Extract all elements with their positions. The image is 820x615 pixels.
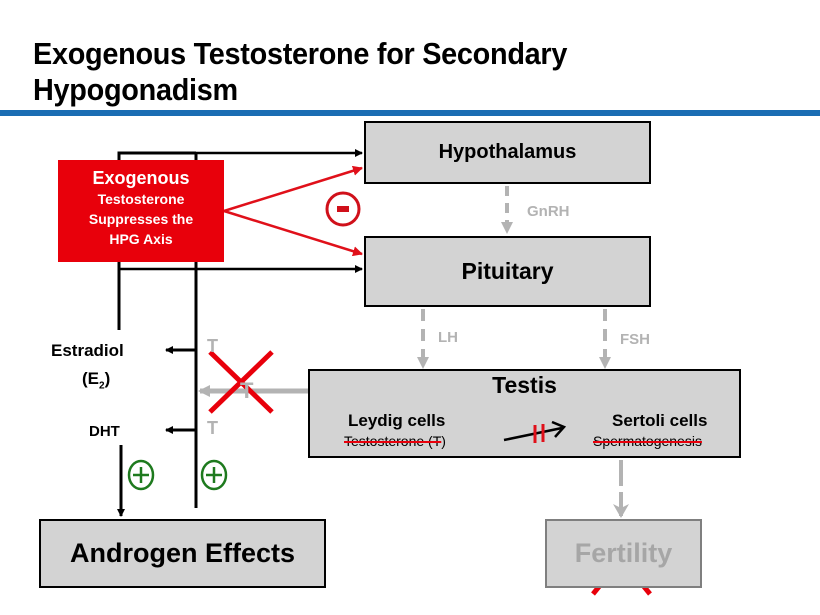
- dht-label: DHT: [89, 423, 120, 440]
- suppression-arrows: [223, 165, 363, 257]
- sertoli-cells-label: Sertoli cells: [612, 411, 708, 430]
- slide-title-line1: Exogenous Testosterone for Secondary: [33, 36, 568, 71]
- slide-title: Exogenous Testosterone for Secondary Hyp…: [33, 36, 567, 108]
- slide-title-line2: Hypogonadism: [33, 72, 238, 107]
- exogenous-line2: Testosterone: [97, 191, 185, 207]
- exogenous-line1: Exogenous: [92, 168, 190, 188]
- positive-effect-icon: [127, 459, 155, 491]
- fertility-box: Fertility: [545, 519, 702, 588]
- exogenous-line4: HPG Axis: [109, 231, 173, 247]
- exogenous-testosterone-box: Exogenous Testosterone Suppresses the HP…: [58, 160, 224, 262]
- pituitary-label: Pituitary: [461, 258, 554, 284]
- hypothalamus-box: Hypothalamus: [364, 121, 651, 184]
- positive-effect-icon: [200, 459, 228, 491]
- fsh-label: FSH: [620, 331, 650, 348]
- blocked-testosterone-icon: [208, 350, 274, 414]
- lh-label: LH: [438, 329, 458, 346]
- estradiol-abbr-close: ): [104, 369, 111, 388]
- estradiol-subscript: 2: [99, 380, 105, 392]
- t-label-bottom: T: [207, 418, 218, 438]
- sertoli-product: Spermatogenesis: [593, 433, 702, 449]
- exogenous-line3: Suppresses the: [88, 211, 194, 227]
- testis-box: Testis Leydig cells Testosterone (T) Ser…: [308, 369, 741, 458]
- hypothalamus-label: Hypothalamus: [438, 141, 577, 163]
- estradiol-label: Estradiol: [51, 341, 124, 360]
- title-divider: [0, 110, 820, 116]
- pituitary-box: Pituitary: [364, 236, 651, 307]
- testosterone-close-paren: ): [441, 433, 446, 449]
- leydig-product: Testosterone (T): [344, 433, 446, 449]
- t-label-top: T: [207, 336, 218, 356]
- gnrh-label: GnRH: [527, 203, 570, 220]
- blocked-signal-arrow-icon: [503, 420, 567, 443]
- testis-label: Testis: [492, 372, 557, 398]
- androgen-effects-label: Androgen Effects: [69, 538, 296, 568]
- leydig-cells-label: Leydig cells: [348, 411, 446, 430]
- androgen-effects-box: Androgen Effects: [39, 519, 326, 588]
- testosterone-struck: Testosterone (T: [344, 433, 442, 449]
- t-label-middle: T: [240, 378, 254, 403]
- hormone-arrows: [198, 186, 629, 518]
- spermatogenesis-struck: Spermatogenesis: [593, 433, 702, 449]
- estradiol-abbr-text: (E: [82, 369, 99, 388]
- estradiol-abbr: (E2): [82, 369, 110, 391]
- fertility-label: Fertility: [574, 538, 673, 568]
